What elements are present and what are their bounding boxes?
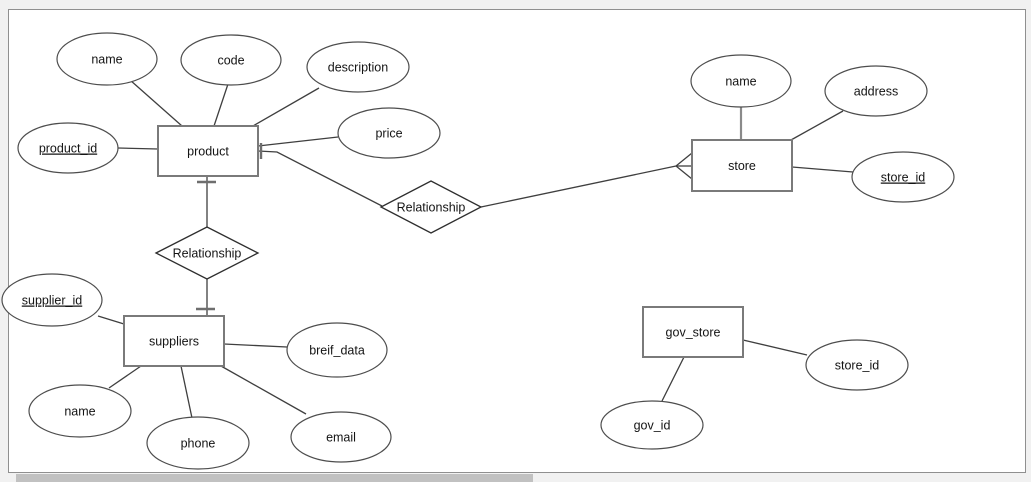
attribute-suppliers-email-label: email: [326, 431, 356, 445]
attribute-product-product_id[interactable]: [17, 122, 119, 174]
entity-product-label: product: [187, 145, 229, 159]
attribute-store-store_id[interactable]: [851, 151, 955, 203]
cardinality-many-store-bottom: [675, 165, 693, 180]
attribute-product-name[interactable]: [56, 32, 158, 86]
edge-phone-suppliers[interactable]: [180, 365, 193, 419]
attribute-suppliers-email[interactable]: [290, 411, 392, 463]
attribute-product-product_id-label: product_id: [39, 142, 97, 156]
attribute-suppliers-breif_data[interactable]: [286, 322, 388, 378]
entity-suppliers-label: suppliers: [149, 335, 199, 349]
attribute-product-price[interactable]: [337, 107, 441, 159]
attribute-store-store_id-label: store_id: [881, 171, 926, 185]
attribute-product-price-label: price: [375, 127, 402, 141]
entity-store[interactable]: [691, 139, 793, 192]
relationship-product-store-label: Relationship: [397, 201, 466, 215]
edge-product-relationship1[interactable]: [257, 150, 383, 207]
edge-email-suppliers[interactable]: [220, 365, 307, 415]
entity-suppliers[interactable]: [123, 315, 225, 367]
attribute-store-address-label: address: [854, 85, 898, 99]
attribute-product-description[interactable]: [306, 41, 410, 93]
attribute-suppliers-name[interactable]: [28, 384, 132, 438]
entity-store-label: store: [728, 159, 756, 173]
attribute-store-address[interactable]: [824, 65, 928, 117]
entity-gov_store[interactable]: [642, 306, 744, 358]
attribute-suppliers-phone-label: phone: [181, 437, 216, 451]
edge-relationship1-store[interactable]: [480, 165, 677, 208]
cardinality-many-store-top: [675, 152, 693, 167]
attribute-product-name-label: name: [91, 53, 122, 67]
relationship-product-store[interactable]: [379, 180, 483, 234]
relationship-product-suppliers-label: Relationship: [173, 247, 242, 261]
horizontal-scrollbar-thumb[interactable]: [16, 474, 533, 482]
edge-gov_id-gov_store[interactable]: [661, 356, 685, 402]
horizontal-scrollbar-track[interactable]: [0, 473, 1031, 482]
attribute-gov_store-gov_id-label: gov_id: [634, 419, 671, 433]
attribute-gov_store-store_id[interactable]: [805, 339, 909, 391]
attribute-gov_store-gov_id[interactable]: [600, 400, 704, 450]
attribute-product-code-label: code: [217, 54, 244, 68]
edge-store_id-gov_store[interactable]: [742, 339, 808, 356]
edge-store_id-store[interactable]: [791, 166, 854, 173]
edge-supplier_id-suppliers[interactable]: [97, 315, 125, 325]
attribute-product-description-label: description: [328, 61, 388, 75]
entity-gov_store-label: gov_store: [666, 326, 721, 340]
edge-address-store[interactable]: [790, 110, 844, 141]
edge-code-product[interactable]: [213, 83, 229, 127]
edge-breif_data-suppliers[interactable]: [223, 343, 288, 348]
edge-price-product[interactable]: [257, 136, 339, 147]
edge-product_id-product[interactable]: [117, 147, 159, 150]
edge-name-product[interactable]: [129, 79, 183, 127]
attribute-suppliers-name-label: name: [64, 405, 95, 419]
relationship-product-suppliers[interactable]: [154, 226, 260, 280]
attribute-suppliers-supplier_id[interactable]: [1, 273, 103, 327]
attribute-suppliers-phone[interactable]: [146, 416, 250, 470]
entity-product[interactable]: [157, 125, 259, 177]
edge-description-product[interactable]: [252, 87, 320, 127]
edge-name-suppliers[interactable]: [108, 365, 142, 389]
attribute-store-name-label: name: [725, 75, 756, 89]
attribute-gov_store-store_id-label: store_id: [835, 359, 880, 373]
attribute-suppliers-supplier_id-label: supplier_id: [22, 294, 83, 308]
attribute-store-name[interactable]: [690, 54, 792, 108]
attribute-product-code[interactable]: [180, 34, 282, 86]
attribute-suppliers-breif_data-label: breif_data: [309, 344, 365, 358]
